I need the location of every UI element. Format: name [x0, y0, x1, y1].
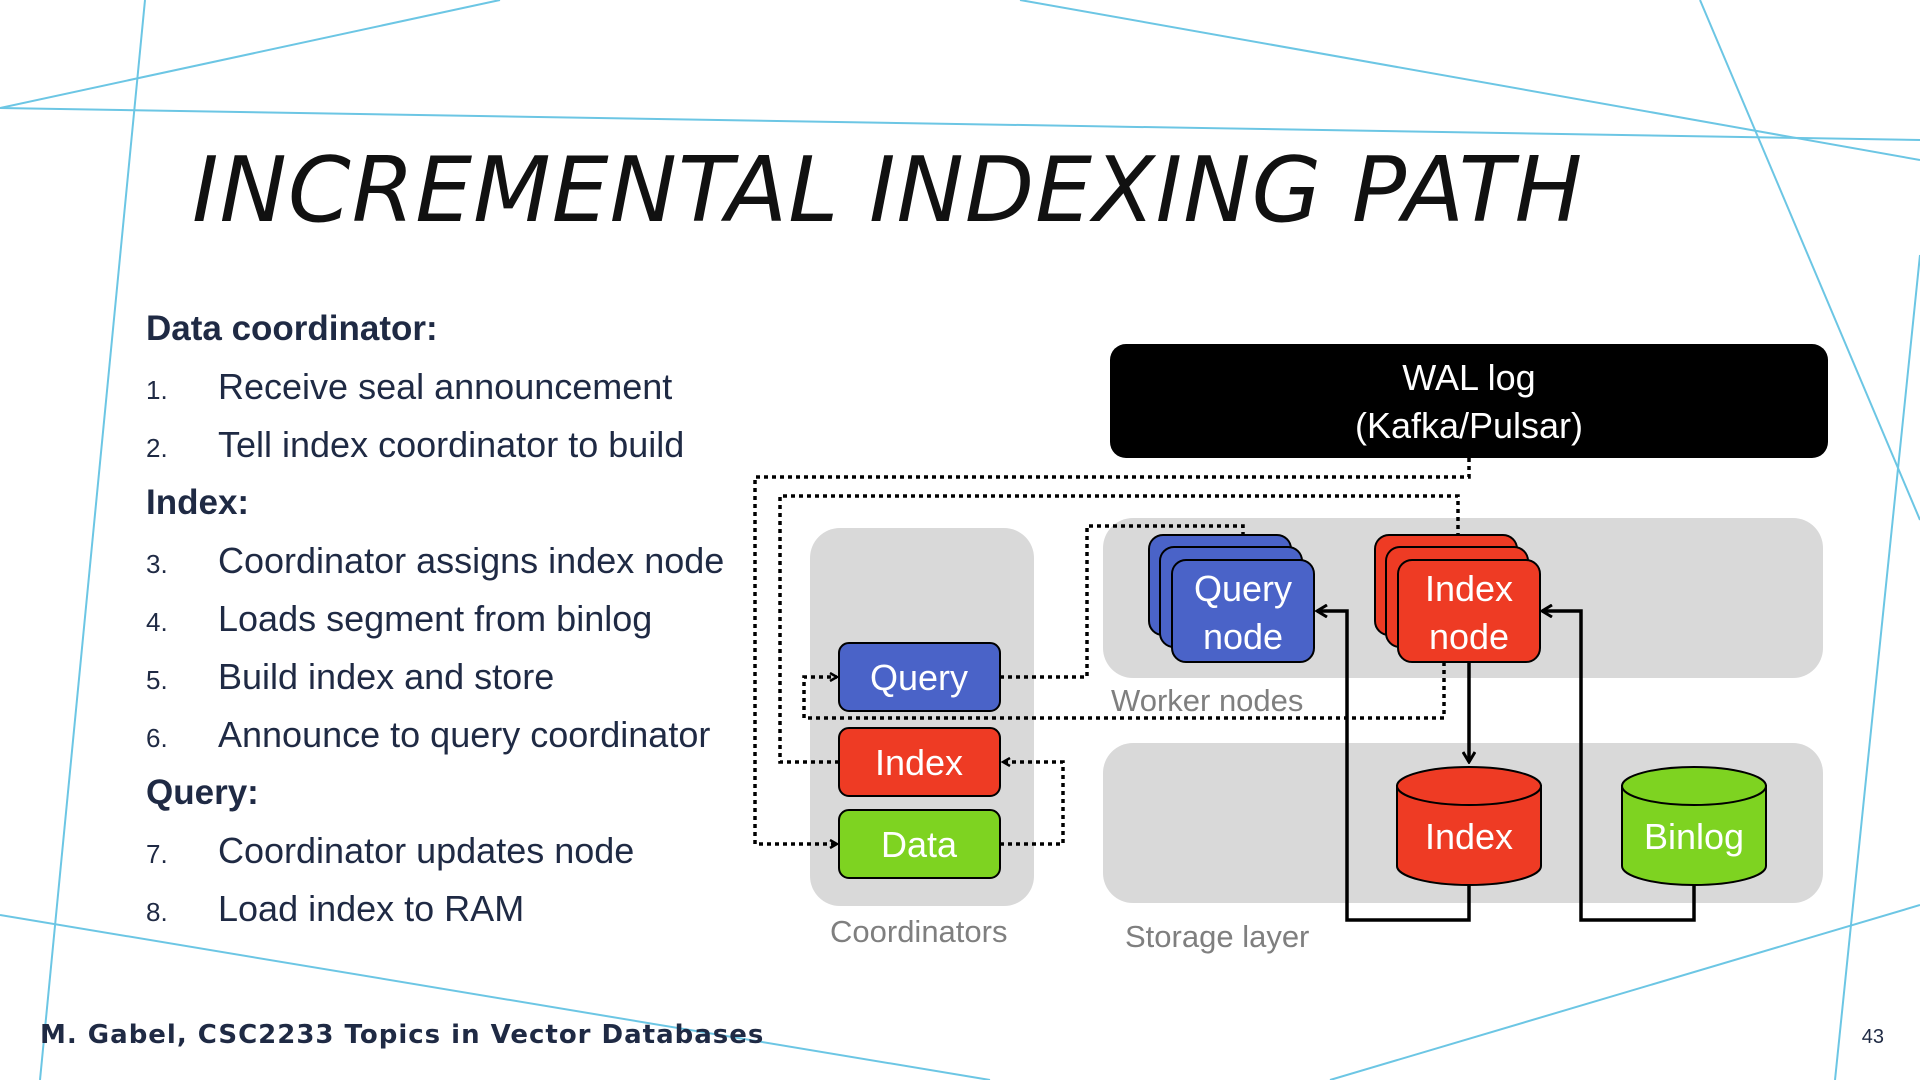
bullet-list: Data coordinator: 1. Receive seal announc…: [146, 300, 746, 938]
index-node-label-2: node: [1429, 616, 1509, 657]
query-node-label-2: node: [1203, 616, 1283, 657]
query-node-stack: [1148, 534, 1315, 663]
wal-log-title: WAL log: [1402, 357, 1535, 398]
wal-log-subtitle: (Kafka/Pulsar): [1355, 405, 1583, 446]
item-number: 5.: [146, 665, 168, 695]
section-heading: Query:: [146, 773, 259, 812]
dotted-line-index-to-indexnode: [778, 494, 1458, 764]
coordinator-query-label: Query: [870, 657, 968, 698]
index-node-stack: [1374, 534, 1541, 663]
storage-binlog-cylinder: [1621, 766, 1767, 886]
dotted-line-data-to-index: [1000, 762, 1065, 846]
item-number: 4.: [146, 607, 168, 637]
worker-nodes-caption: Worker nodes: [1111, 683, 1303, 718]
list-item: 8. Load index to RAM: [146, 880, 746, 938]
index-node-label-1: Index: [1425, 568, 1513, 609]
dotted-line-indexnode-to-query: [802, 662, 1446, 720]
item-text: Build index and store: [218, 656, 555, 697]
storage-layer-caption: Storage layer: [1125, 919, 1309, 954]
item-number: 6.: [146, 723, 168, 753]
storage-index-label: Index: [1425, 816, 1513, 857]
wal-log-box: [1110, 344, 1828, 458]
solid-line-storage-index-to-querynode: [1317, 611, 1471, 922]
list-item: 5. Build index and store: [146, 648, 746, 706]
storage-index-cylinder: [1396, 766, 1542, 886]
section-heading: Data coordinator:: [146, 309, 438, 348]
page-number: 43: [1861, 1026, 1884, 1048]
list-item: 6. Announce to query coordinator: [146, 706, 746, 764]
item-text: Loads segment from binlog: [218, 598, 653, 639]
coordinator-index-box: [838, 727, 1001, 797]
item-text: Load index to RAM: [218, 888, 525, 929]
item-number: 1.: [146, 375, 168, 405]
query-node-label-1: Query: [1194, 568, 1292, 609]
coordinator-data-box: [838, 809, 1001, 879]
item-number: 7.: [146, 839, 168, 869]
storage-binlog-label: Binlog: [1644, 816, 1744, 857]
list-item: 2. Tell index coordinator to build: [146, 416, 746, 474]
item-text: Coordinator updates node: [218, 830, 635, 871]
item-text: Receive seal announcement: [218, 366, 673, 407]
list-item: 3. Coordinator assigns index node: [146, 532, 746, 590]
solid-line-binlog-to-indexnode: [1542, 611, 1696, 922]
coordinators-caption: Coordinators: [830, 914, 1007, 949]
footer-credit: M. Gabel, CSC2233 Topics in Vector Datab…: [40, 1020, 765, 1050]
item-number: 3.: [146, 549, 168, 579]
list-item: 7. Coordinator updates node: [146, 822, 746, 880]
item-number: 8.: [146, 897, 168, 927]
item-text: Announce to query coordinator: [218, 714, 711, 755]
slide-title: INCREMENTAL INDEXING PATH: [192, 138, 1584, 243]
coordinator-index-label: Index: [875, 742, 963, 783]
item-text: Coordinator assigns index node: [218, 540, 725, 581]
dotted-line-query-to-querynode: [1000, 524, 1243, 679]
coordinator-query-box: [838, 642, 1001, 712]
coordinator-data-label: Data: [881, 824, 958, 865]
list-item: 1. Receive seal announcement: [146, 358, 746, 416]
item-number: 2.: [146, 433, 168, 463]
list-item: 4. Loads segment from binlog: [146, 590, 746, 648]
item-text: Tell index coordinator to build: [218, 424, 685, 465]
section-heading: Index:: [146, 483, 250, 522]
